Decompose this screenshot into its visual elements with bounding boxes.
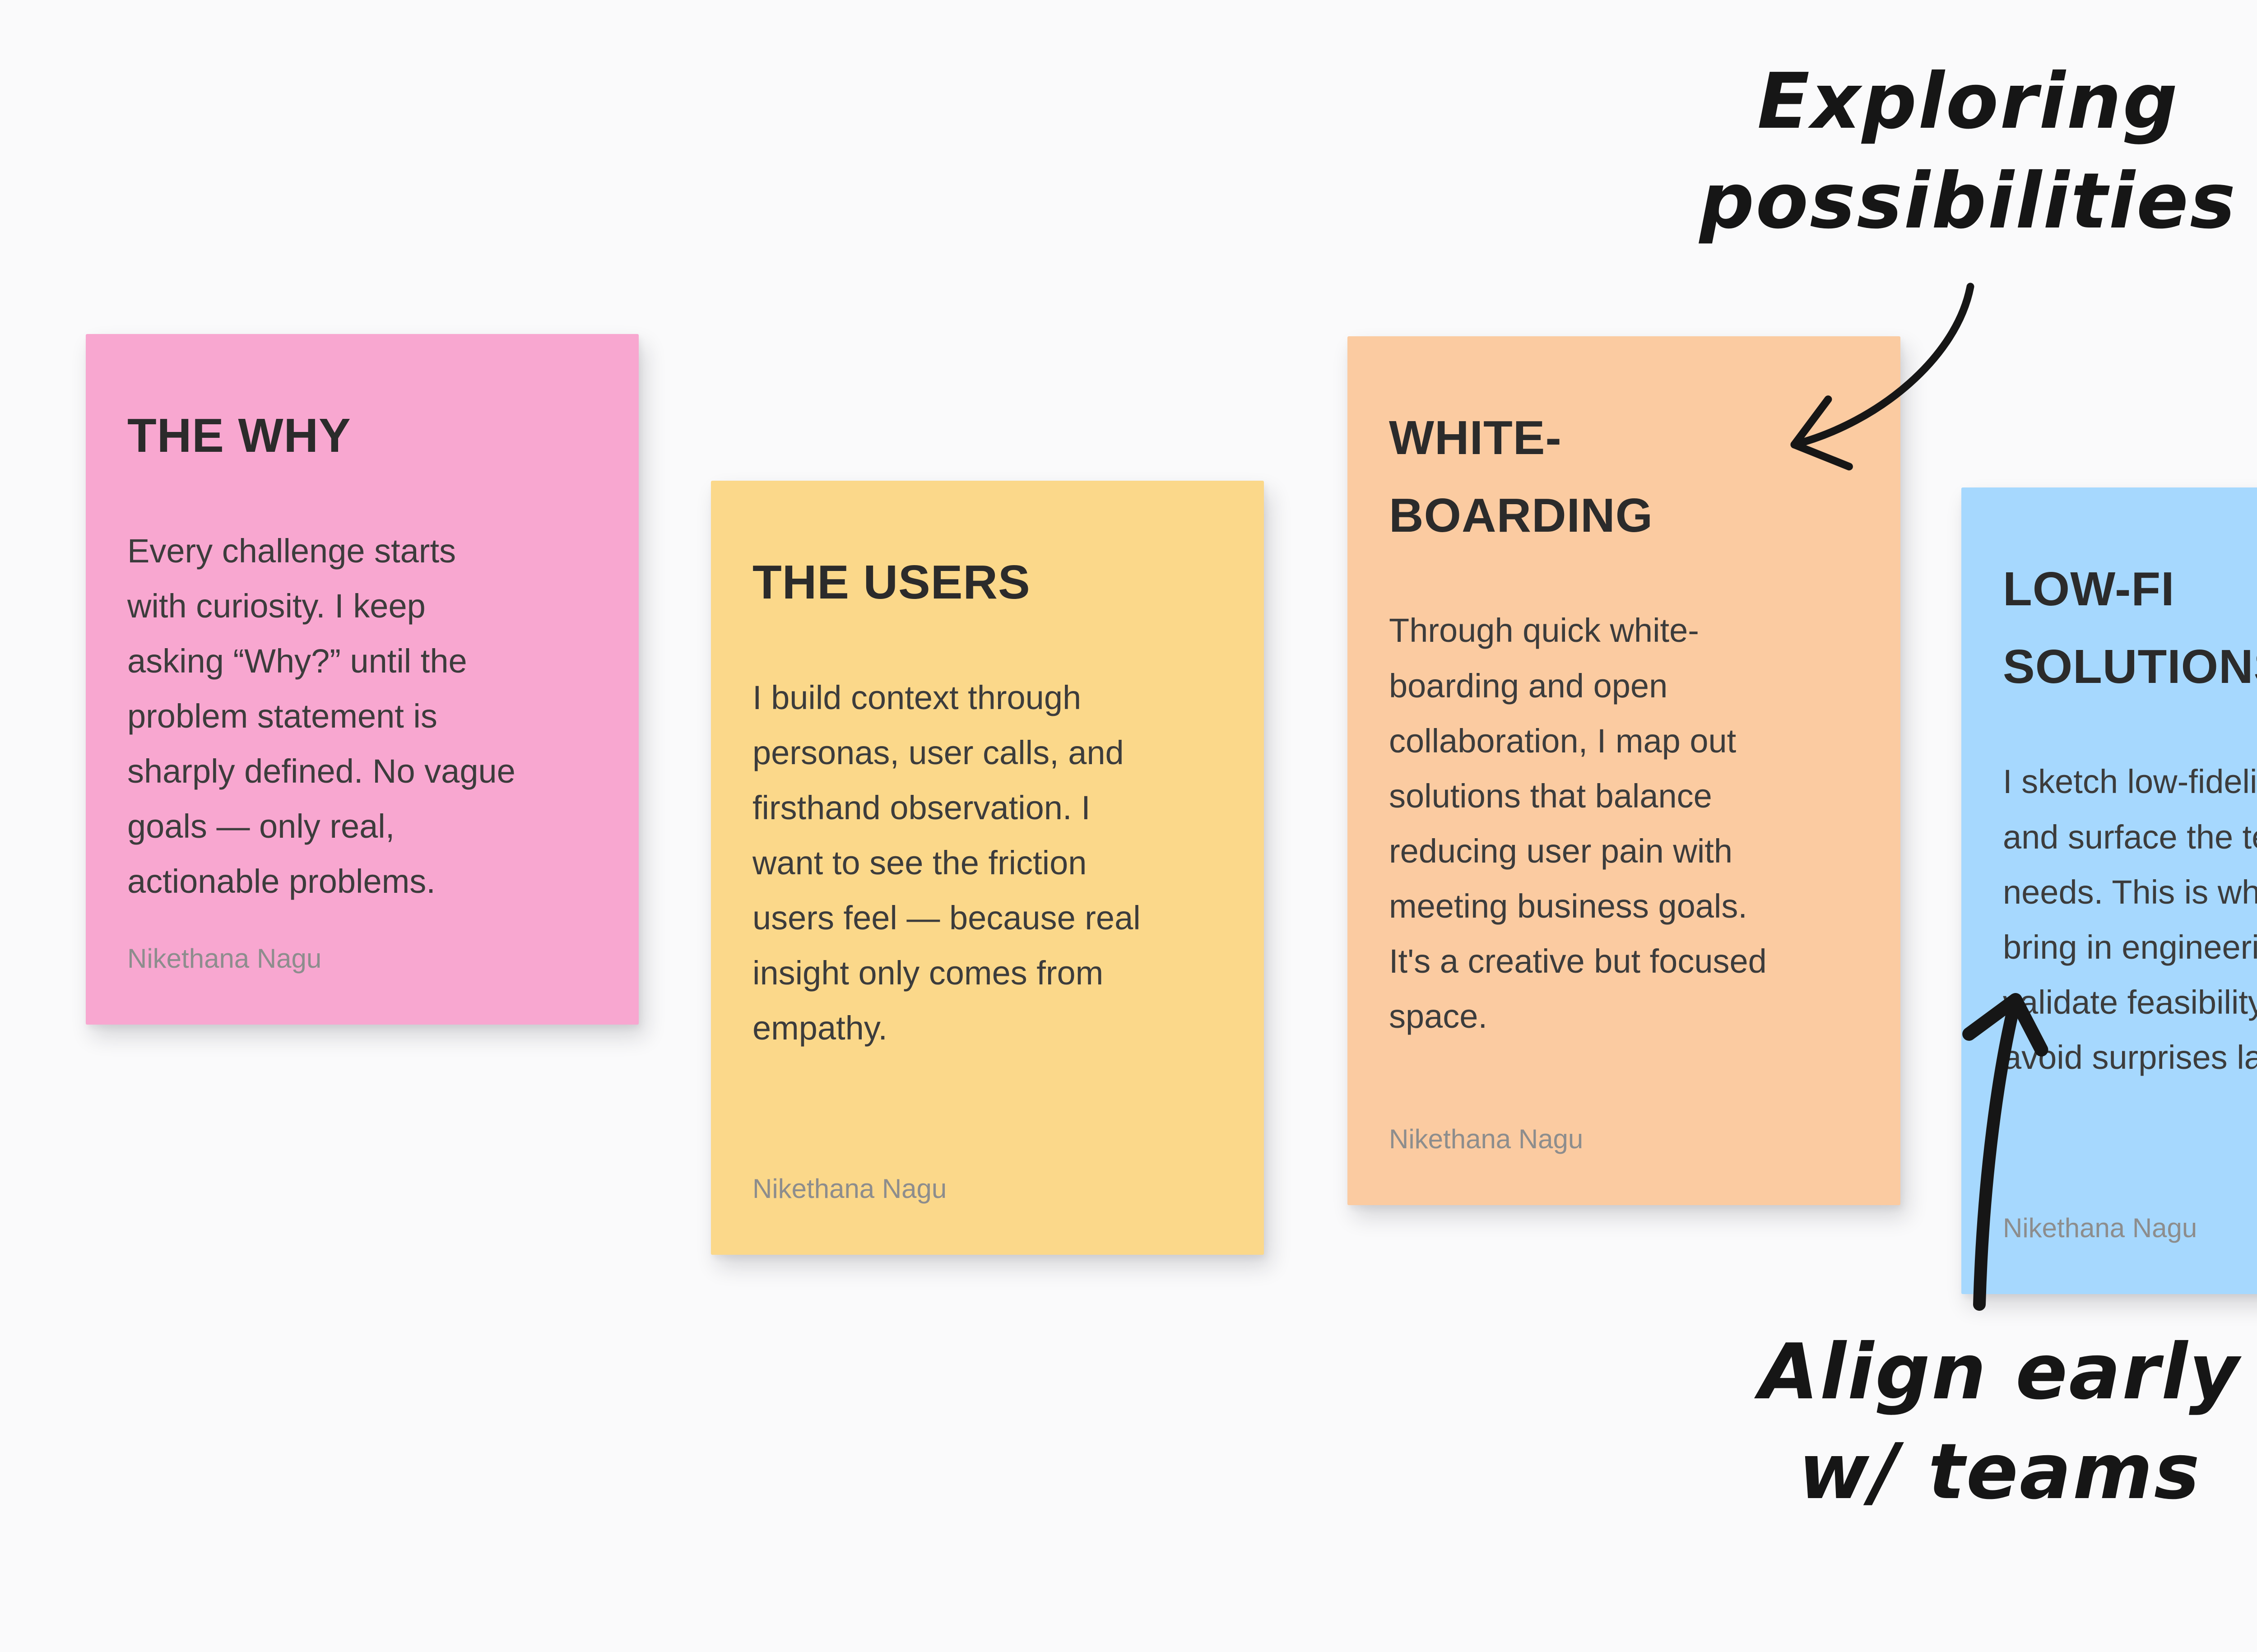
card-body: I sketch low-fidelity ideas and surface … <box>2003 763 2257 1076</box>
card-author: Nikethana Nagu <box>2003 1213 2197 1243</box>
card-author: Nikethana Nagu <box>752 1174 947 1204</box>
card-author: Nikethana Nagu <box>127 943 322 974</box>
card-body: Every challenge starts with curiosity. I… <box>127 532 515 900</box>
annotation-align-early-w-teams[interactable]: Align early w/ teams <box>1759 1327 2240 1517</box>
card-title: THE WHY <box>127 409 351 462</box>
sticky-note-the-users[interactable]: THE USERS I build context through person… <box>711 481 1264 1255</box>
card-title: THE USERS <box>752 556 1031 609</box>
sticky-note-the-why[interactable]: THE WHY Every challenge starts with curi… <box>86 334 639 1025</box>
card-author: Nikethana Nagu <box>1389 1124 1584 1154</box>
card-title: LOW-FI SOLUTIONS <box>2003 562 2257 693</box>
card-title: WHITE- BOARDING <box>1389 411 1653 542</box>
card-body: Through quick white- boarding and open c… <box>1389 612 1767 1035</box>
annotation-exploring-possibilities[interactable]: Exploring possibilities <box>1699 57 2237 246</box>
card-body: I build context through personas, user c… <box>752 678 1141 1047</box>
sticky-note-whiteboarding[interactable]: WHITE- BOARDING Through quick white- boa… <box>1347 336 1900 1205</box>
sticky-note-low-fi-solutions[interactable]: LOW-FI SOLUTIONS I sketch low-fidelity i… <box>1961 487 2257 1294</box>
